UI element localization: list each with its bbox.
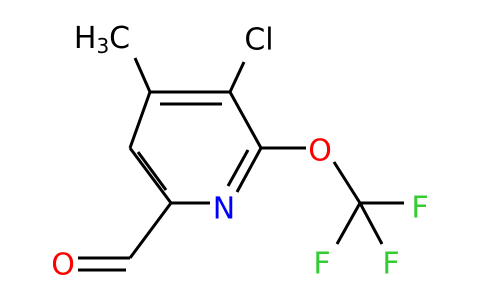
chlorine-label: Cl (244, 23, 273, 58)
ether-oxygen-label: O (308, 134, 332, 169)
bond-cf3-f3 (358, 202, 384, 245)
methyl-subscript: 3 (96, 34, 109, 58)
fluorine-label-3: F (382, 247, 399, 282)
bond-c3-cl (228, 61, 246, 93)
atom-labels: H3C Cl N O F F F O (51, 21, 428, 283)
bond-c4-methyl (133, 57, 152, 93)
bond-c6-c5-inner (136, 151, 168, 191)
nitrogen-label: N (213, 192, 235, 227)
bond-c2-n-inner (226, 149, 250, 187)
bond-c6-cho (128, 202, 173, 259)
methyl-h: H (74, 21, 97, 56)
aldehyde-oxygen-label: O (51, 248, 75, 283)
bond-c5-c4 (128, 91, 152, 149)
bond-o-cf3 (332, 161, 362, 204)
bond-cf3-f2 (335, 202, 362, 245)
fluorine-label-2: F (313, 247, 330, 282)
methyl-label: H3C (74, 21, 130, 59)
methyl-c: C (109, 21, 130, 56)
bond-c6-c5 (128, 147, 173, 204)
bond-c3-c2 (228, 91, 263, 149)
bond-lines (78, 57, 404, 272)
bond-c2-n (235, 147, 263, 193)
fluorine-label-1: F (411, 191, 428, 226)
